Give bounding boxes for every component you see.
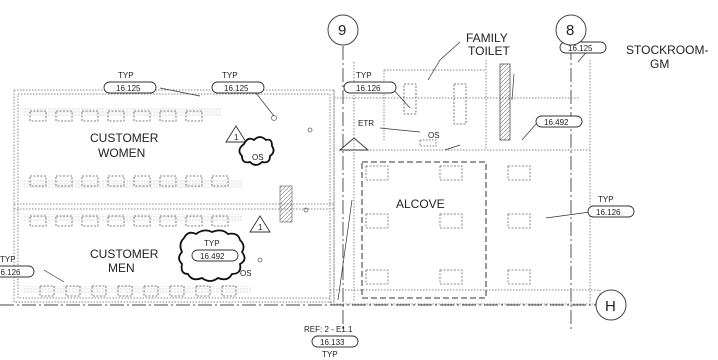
- cloud-os-label-1: OS: [252, 153, 264, 162]
- tag-16126-c: 16.126: [0, 268, 21, 277]
- fixtures-women: [29, 110, 229, 187]
- tag-16125-b: 16.125: [224, 84, 249, 93]
- typ-label-3: TYP: [356, 71, 372, 80]
- typ-label-5: TYP: [0, 255, 16, 264]
- tag-16125-a: 16.125: [116, 84, 141, 93]
- tag-16492-b: 16.492: [200, 252, 225, 261]
- revision-cloud-os: [238, 136, 275, 166]
- tag-ovals: [0, 41, 635, 348]
- typ-label-7: TYP: [322, 350, 338, 359]
- grid-bubble-h: H: [595, 289, 627, 321]
- tag-16492-a: 16.492: [544, 118, 569, 127]
- etr-note: ETR: [358, 119, 374, 128]
- alcove-outline: [361, 161, 487, 299]
- room-family-toilet-1: FAMILY: [466, 31, 508, 45]
- fixtures-men: [29, 215, 237, 297]
- grid-bubble-h-label: H: [605, 298, 616, 315]
- grid-lines: [0, 46, 596, 330]
- grid-bubble-9-label: 9: [338, 22, 346, 39]
- revision-number-1: 1: [234, 133, 239, 142]
- room-alcove: ALCOVE: [396, 197, 445, 211]
- cloud-os-label-2: OS: [240, 269, 252, 278]
- tag-16126-a: 16.126: [356, 84, 381, 93]
- tag-16125-c: 16.125: [568, 44, 593, 53]
- ref-note: REF: 2 - E1.1: [304, 325, 353, 334]
- grid-bubble-8-label: 8: [566, 22, 574, 39]
- room-stockroom-1: STOCKROOM-: [626, 43, 708, 57]
- room-customer-women-1: CUSTOMER: [90, 131, 159, 145]
- room-stockroom-2: GM: [650, 57, 669, 71]
- os-note: OS: [428, 131, 440, 140]
- typ-label-4: TYP: [598, 195, 614, 204]
- family-toilet-fixtures: [403, 63, 511, 147]
- tag-16126-b: 16.126: [596, 208, 621, 217]
- room-customer-men-2: MEN: [108, 261, 135, 275]
- leader-lines: [43, 41, 591, 301]
- tag-16133: 16.133: [320, 338, 345, 347]
- revision-triangles: [225, 125, 370, 233]
- fixture-hatching: [22, 108, 293, 294]
- revision-number-2: 1: [258, 223, 263, 232]
- room-customer-men-1: CUSTOMER: [90, 247, 159, 261]
- typ-label-1: TYP: [118, 71, 134, 80]
- grid-bubble-9: 9: [327, 14, 359, 46]
- room-customer-women-2: WOMEN: [98, 146, 145, 160]
- typ-label-2: TYP: [222, 71, 238, 80]
- room-family-toilet-2: TOILET: [468, 44, 510, 58]
- alcove-fixtures: [365, 165, 531, 285]
- typ-label-6: TYP: [204, 239, 220, 248]
- grid-bubble-8: 8: [555, 14, 587, 46]
